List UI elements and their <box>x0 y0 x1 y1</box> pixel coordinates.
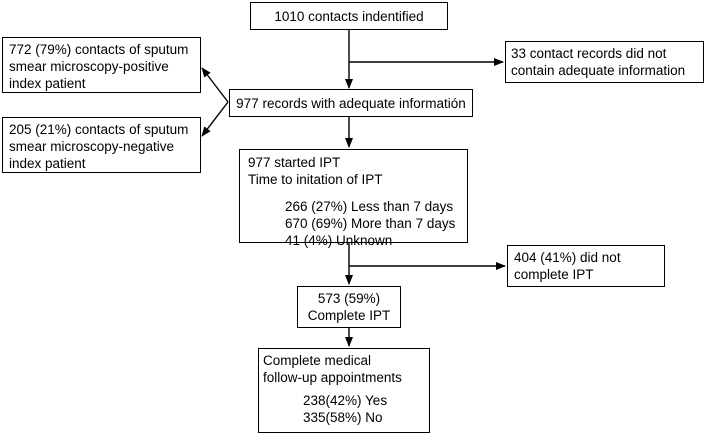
positive-line-1: 772 (79%) contacts of sputum <box>9 42 189 57</box>
negative-line-1: 205 (21%) contacts of sputum <box>9 122 189 137</box>
complete-line-1: 573 (59%) <box>317 291 381 306</box>
adequate-text: 977 records with adequate informatión <box>236 95 466 111</box>
started-subtitle: Time to initation of IPT <box>248 172 383 187</box>
not-complete-line-2: complete IPT <box>514 267 594 282</box>
not-complete-line-1: 404 (41%) did not <box>514 250 621 265</box>
excluded-box: 33 contact records did not contain adequ… <box>505 41 704 83</box>
positive-line-3: index patient <box>9 76 86 91</box>
started-title: 977 started IPT <box>248 155 341 170</box>
followup-title-2: follow-up appointments <box>263 370 402 385</box>
followup-box: Complete medical follow-up appointments … <box>258 348 430 433</box>
positive-line-2: smear microscopy-positive <box>9 59 169 74</box>
identified-text: 1010 contacts indentified <box>274 8 424 24</box>
started-item-2: 670 (69%) More than 7 days <box>285 216 456 231</box>
started-item-1: 266 (27%) Less than 7 days <box>285 199 454 214</box>
excluded-line-1: 33 contact records did not <box>511 46 667 61</box>
positive-box: 772 (79%) contacts of sputum smear micro… <box>2 37 201 93</box>
negative-box: 205 (21%) contacts of sputum smear micro… <box>2 117 201 173</box>
started-box: 977 started IPT Time to initation of IPT… <box>239 149 468 248</box>
arrow-to-positive <box>201 67 229 103</box>
followup-title-1: Complete medical <box>263 353 372 368</box>
started-item-3: 41 (4%) Unknown <box>285 233 393 248</box>
complete-box: 573 (59%) Complete IPT <box>297 286 401 328</box>
excluded-line-2: contain adequate information <box>511 63 686 78</box>
identified-box: 1010 contacts indentified <box>250 2 448 30</box>
negative-line-3: index patient <box>9 156 86 171</box>
adequate-box: 977 records with adequate informatión <box>229 89 473 117</box>
not-complete-box: 404 (41%) did not complete IPT <box>507 245 665 287</box>
negative-line-2: smear microscopy-negative <box>9 139 175 154</box>
followup-item-no: 335(58%) No <box>303 410 383 425</box>
followup-item-yes: 238(42%) Yes <box>303 393 388 408</box>
arrow-to-negative <box>201 101 229 137</box>
complete-line-2: Complete IPT <box>307 308 391 323</box>
